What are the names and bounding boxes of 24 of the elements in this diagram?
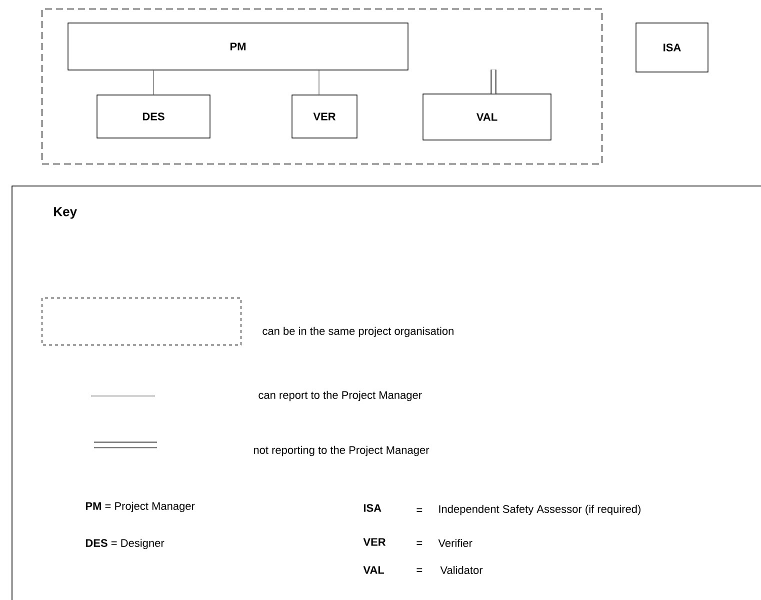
abbreviation: ISA xyxy=(364,504,382,512)
connector-line xyxy=(318,70,320,96)
legend-text: can be in the same project organisation xyxy=(262,326,454,338)
definition-text: Validator xyxy=(440,566,483,574)
connector-line xyxy=(490,70,496,94)
abbreviation: VAL xyxy=(363,566,384,574)
role-box: DES xyxy=(96,94,210,138)
definition-text: DES = Designer xyxy=(86,538,164,550)
definition-text: Independent Safety Assessor (if required) xyxy=(439,504,640,516)
legend-text: not reporting to the Project Manager xyxy=(254,446,430,456)
abbreviation: VER xyxy=(363,538,386,546)
definition-text: = xyxy=(416,508,422,512)
role-box: PM xyxy=(68,22,408,70)
role-box: VAL xyxy=(422,94,552,140)
key-heading: Key xyxy=(54,207,77,219)
definition-text: = xyxy=(416,568,422,572)
definition-text: Verifier xyxy=(438,538,472,548)
dashed-group-box xyxy=(42,8,602,164)
definition-text: = xyxy=(416,541,422,545)
role-box: ISA xyxy=(636,22,708,72)
definition-text: PM = Project Manager xyxy=(86,502,195,512)
role-box: VER xyxy=(292,94,358,138)
legend-text: can report to the Project Manager xyxy=(258,390,422,402)
connector-line xyxy=(153,70,154,96)
